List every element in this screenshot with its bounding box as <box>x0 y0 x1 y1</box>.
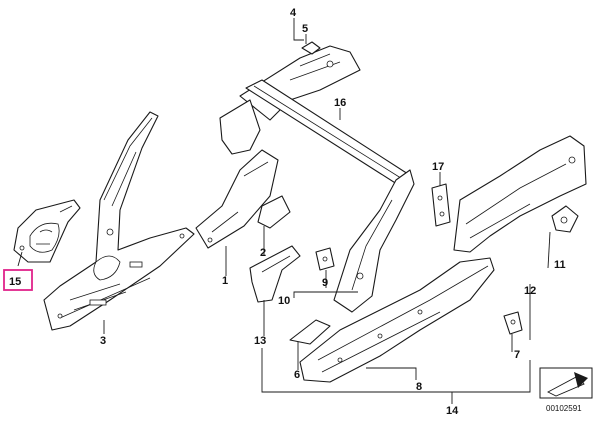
part-5-clip <box>301 41 321 55</box>
callout-15: 15 <box>9 276 21 288</box>
callout-14: 14 <box>446 405 459 417</box>
callout-12: 12 <box>524 285 536 297</box>
callout-11: 11 <box>554 259 566 271</box>
part-13-lower-bracket[interactable] <box>249 245 301 303</box>
part-11-clip[interactable] <box>551 205 579 233</box>
part-6-inner-bracket[interactable] <box>289 319 331 345</box>
callout-8: 8 <box>416 381 422 393</box>
part-1-a-pillar-inner[interactable] <box>195 99 291 249</box>
callout-17: 17 <box>432 161 444 173</box>
callout-10: 10 <box>278 295 290 307</box>
callout-7: 7 <box>514 349 520 361</box>
callout-15-highlight[interactable]: 15 <box>3 269 33 291</box>
callout-9: 9 <box>322 277 328 289</box>
reference-code: 00102591 <box>546 404 582 413</box>
callout-4: 4 <box>290 7 297 19</box>
callout-6: 6 <box>294 369 300 381</box>
callout-16: 16 <box>334 97 346 109</box>
callouts: 1 2 3 4 5 6 7 8 9 10 11 12 13 14 16 17 <box>100 7 566 417</box>
part-9-plate[interactable] <box>315 247 335 271</box>
part-12-rear-panel[interactable] <box>453 135 587 253</box>
callout-13: 13 <box>254 335 266 347</box>
part-15-side-panel[interactable] <box>13 199 81 263</box>
part-3-side-frame[interactable] <box>43 111 195 331</box>
part-2-bracket <box>257 195 291 229</box>
callout-1: 1 <box>222 275 228 287</box>
arrow-logo-icon <box>539 367 593 399</box>
part-8-sill[interactable] <box>299 257 495 383</box>
part-17-bracket[interactable] <box>431 183 451 227</box>
callout-5: 5 <box>302 23 308 35</box>
callout-2: 2 <box>260 247 266 259</box>
part-7-clip[interactable] <box>503 311 523 335</box>
callout-3: 3 <box>100 335 106 347</box>
leader-lines <box>17 18 551 404</box>
part-10-b-pillar[interactable] <box>333 169 415 313</box>
